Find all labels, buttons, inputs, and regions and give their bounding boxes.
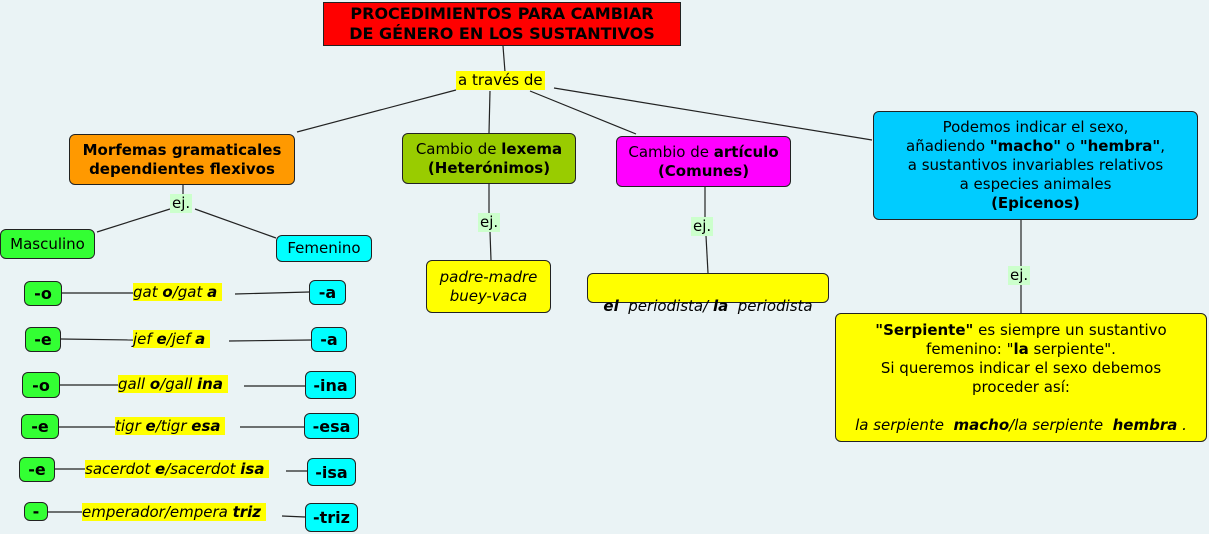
epicenos-l2: añadiendo "macho" o "hembra", (906, 137, 1165, 155)
feminine-suffix-node[interactable]: -isa (307, 458, 356, 486)
ej-label: ej. (1008, 266, 1031, 285)
masculine-suffix-node[interactable]: -e (21, 414, 59, 439)
serp-l3: Si queremos indicar el sexo debemos (880, 358, 1162, 377)
ej-label: ej. (170, 194, 193, 213)
femenino-node[interactable]: Femenino (276, 235, 372, 262)
comunes-node[interactable]: el periodista/ la periodista (587, 273, 829, 315)
feminine-suffix-node[interactable]: -esa (304, 413, 359, 439)
example-pair: sacerdot e/sacerdot isa (85, 460, 270, 478)
heteronimos-l2: buey-vaca (449, 286, 528, 305)
feminine-suffix-node[interactable]: -a (309, 280, 346, 305)
feminine-suffix-node[interactable]: -ina (305, 371, 356, 399)
serp-l1: "Serpiente" es siempre un sustantivo (875, 320, 1167, 339)
feminine-suffix-node[interactable]: -triz (305, 503, 358, 532)
articulo-line2: (Comunes) (657, 161, 750, 180)
heteronimos-node[interactable]: padre-madre buey-vaca (426, 260, 551, 313)
ej-label: ej. (691, 217, 714, 236)
serp-l2: femenino: "la serpiente". (926, 339, 1116, 358)
articulo-node[interactable]: Cambio de artículo (Comunes) (616, 136, 791, 187)
epicenos-l5: (Epicenos) (991, 194, 1080, 212)
heteronimos-l1: padre-madre (439, 267, 538, 286)
serpiente-node[interactable]: "Serpiente" es siempre un sustantivo fem… (835, 313, 1207, 442)
epicenos-node[interactable]: Podemos indicar el sexo, añadiendo "mach… (873, 111, 1198, 220)
ej-label: ej. (478, 213, 501, 232)
title-line2: DE GÉNERO EN LOS SUSTANTIVOS (349, 24, 655, 43)
masculine-suffix-node[interactable]: -e (25, 327, 61, 352)
title-node[interactable]: PROCEDIMIENTOS PARA CAMBIAR DE GÉNERO EN… (323, 2, 681, 46)
feminine-suffix-node[interactable]: -a (311, 327, 347, 352)
articulo-line1: Cambio de artículo (628, 142, 779, 161)
morfemas-line1: Morfemas gramaticales (82, 140, 282, 159)
morfemas-line2: dependientes flexivos (89, 159, 275, 178)
title-line1: PROCEDIMIENTOS PARA CAMBIAR (350, 4, 654, 23)
masculine-suffix-node[interactable]: -o (22, 372, 60, 398)
link-a-traves-de: a través de (456, 71, 545, 90)
example-pair: tigr e/tigr esa (115, 417, 226, 435)
epicenos-l3: a sustantivos invariables relativos (907, 156, 1164, 174)
epicenos-l1: Podemos indicar el sexo, (942, 118, 1129, 136)
masculine-suffix-node[interactable]: -e (19, 457, 55, 482)
example-pair: gat o/gat a (133, 283, 223, 301)
lexema-node[interactable]: Cambio de lexema (Heterónimos) (402, 133, 576, 184)
serp-l4: proceder así: (972, 377, 1070, 396)
masculino-node[interactable]: Masculino (0, 229, 95, 259)
serp-l5: la serpiente macho/la serpiente hembra . (855, 415, 1187, 434)
example-pair: emperador/empera triz (82, 503, 266, 521)
masculine-suffix-node[interactable]: -o (24, 281, 62, 306)
example-pair: gall o/gall ina (118, 375, 228, 393)
epicenos-l4: a especies animales (959, 175, 1112, 193)
masculine-suffix-node[interactable]: - (24, 502, 48, 521)
example-pair: jef e/jef a (133, 330, 211, 348)
lexema-line2: (Heterónimos) (427, 158, 551, 177)
morfemas-node[interactable]: Morfemas gramaticales dependientes flexi… (69, 134, 295, 185)
lexema-line1: Cambio de lexema (415, 139, 563, 158)
